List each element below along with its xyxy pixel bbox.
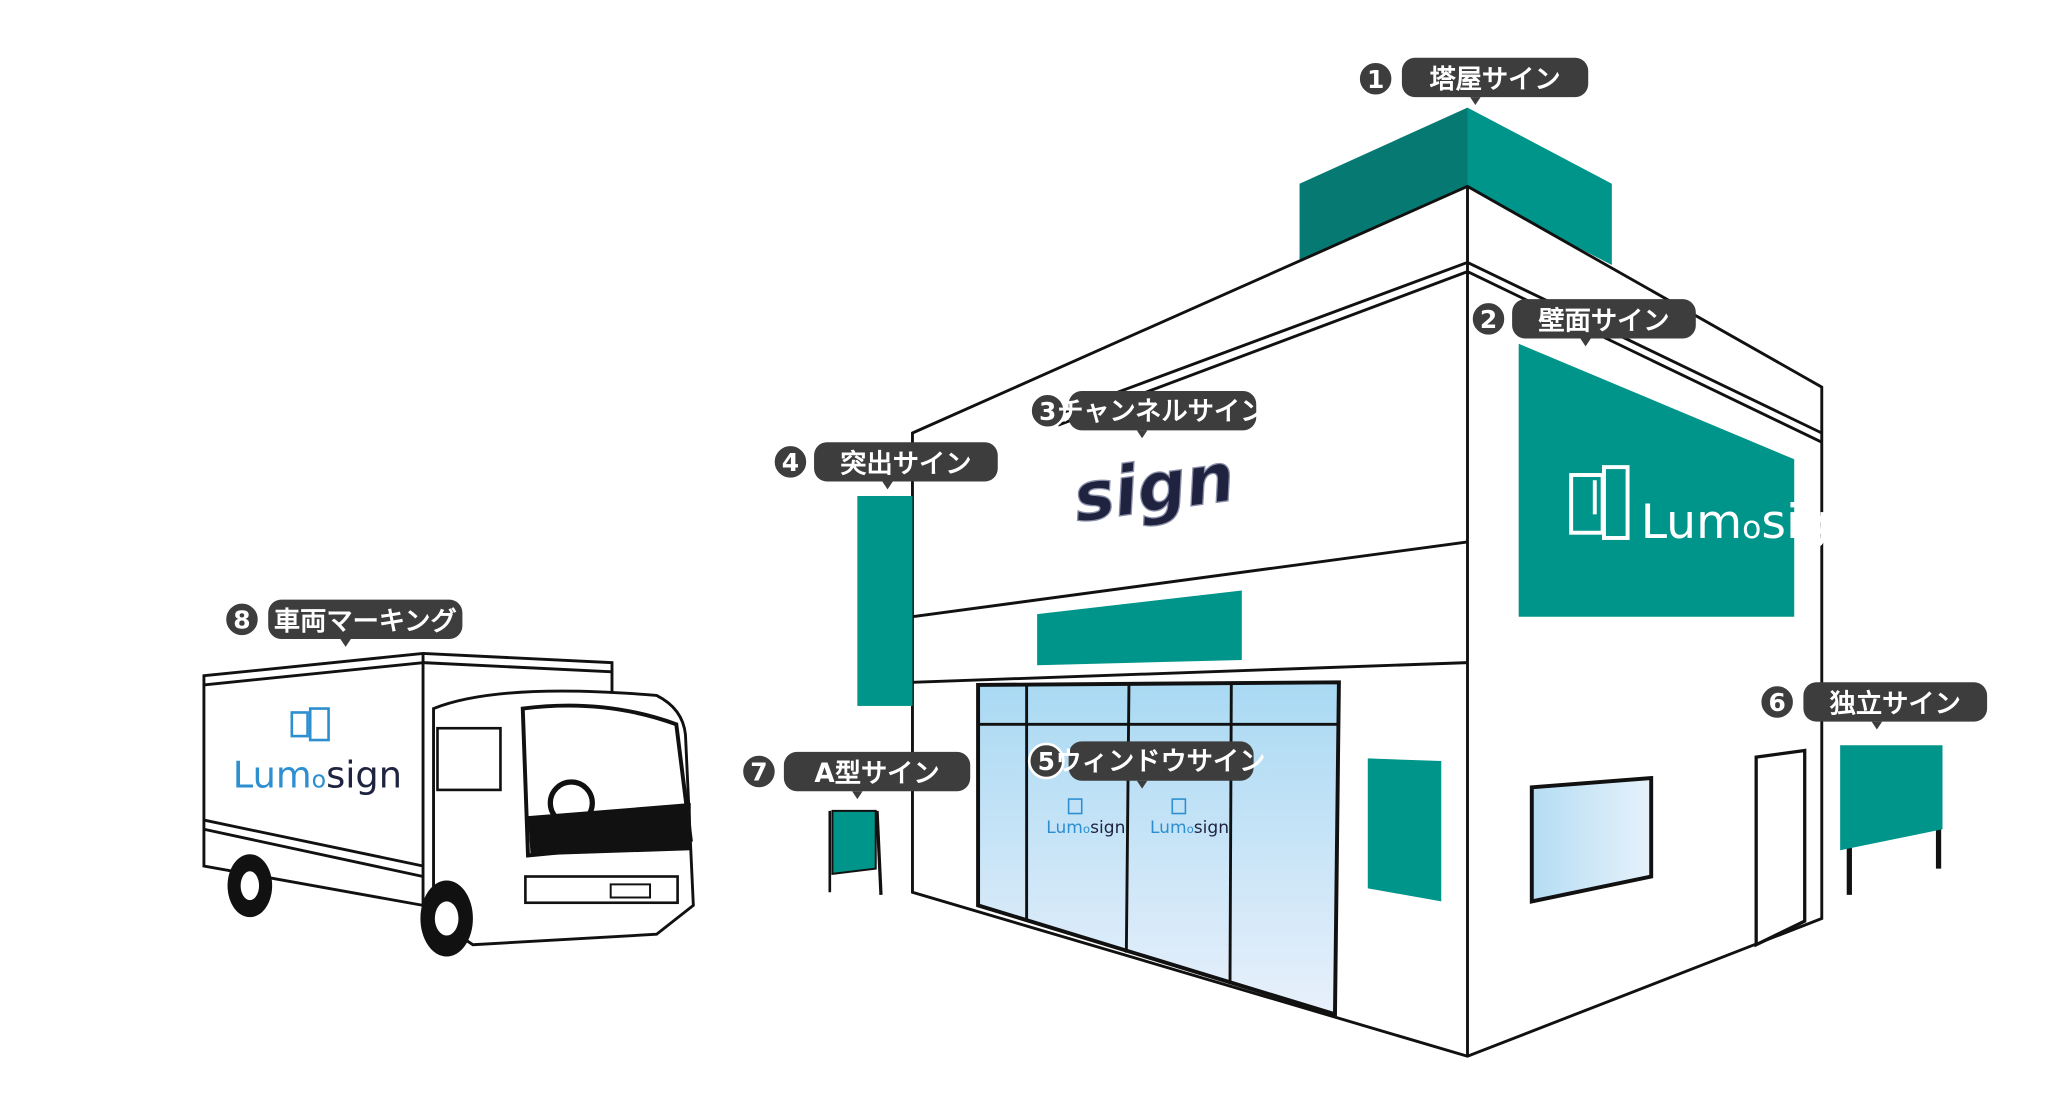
side-door — [1754, 748, 1807, 948]
a-frame-sign — [828, 809, 883, 895]
callout-label-1: 1 塔屋サイン — [1357, 57, 1589, 105]
truck-logo-text: Lumosign — [233, 753, 402, 796]
callout-label-5: 5 ウィンドウサイン — [1027, 741, 1266, 789]
svg-text:突出サイン: 突出サイン — [840, 448, 971, 479]
callout-label-8: 8 車両マーキング — [223, 599, 463, 647]
svg-text:5: 5 — [1038, 747, 1055, 776]
svg-text:A型サイン: A型サイン — [814, 759, 939, 789]
side-window — [1529, 775, 1654, 904]
svg-text:3: 3 — [1039, 397, 1056, 426]
wall-sign-logo-text: Lumosign — [1641, 495, 1859, 550]
svg-text:1: 1 — [1367, 65, 1384, 94]
window-logo-icon — [1171, 798, 1187, 815]
svg-text:7: 7 — [750, 758, 767, 787]
wall-panel-sign — [1367, 758, 1442, 902]
window-logo-left: Lumosign — [1046, 818, 1125, 838]
tower-sign — [1299, 107, 1612, 266]
callout-label-4: 4 突出サイン — [772, 442, 998, 490]
callout-label-2: 2 壁面サイン — [1470, 299, 1696, 347]
brand-logo-icon — [1569, 465, 1630, 540]
svg-text:8: 8 — [233, 606, 250, 635]
callout-label-7: 7 A型サイン — [740, 751, 971, 800]
svg-text:チャンネルサイン: チャンネルサイン — [1057, 397, 1266, 427]
truck-logo-icon — [290, 707, 330, 742]
svg-text:壁面サイン: 壁面サイン — [1538, 305, 1669, 336]
svg-text:2: 2 — [1480, 305, 1497, 334]
svg-text:車両マーキング: 車両マーキング — [274, 607, 457, 637]
truck: Lumosign — [202, 651, 695, 957]
svg-text:6: 6 — [1768, 688, 1785, 717]
projecting-sign — [857, 495, 913, 706]
front-band-sign — [1037, 590, 1242, 666]
svg-text:塔屋サイン: 塔屋サイン — [1429, 65, 1560, 95]
svg-text:独立サイン: 独立サイン — [1830, 688, 1961, 719]
callout-label-3: 3 チャンネルサイン — [1029, 391, 1266, 439]
window-logo-icon — [1067, 798, 1083, 815]
svg-text:4: 4 — [782, 448, 799, 477]
window-logo-right: Lumosign — [1150, 818, 1229, 838]
channel-sign-text: sign — [1068, 438, 1239, 539]
callout-label-6: 6 独立サイン — [1758, 682, 1988, 730]
freestanding-sign — [1840, 745, 1943, 895]
wall-sign: Lumosign — [1518, 343, 1859, 617]
svg-text:ウィンドウサイン: ウィンドウサイン — [1056, 747, 1266, 777]
